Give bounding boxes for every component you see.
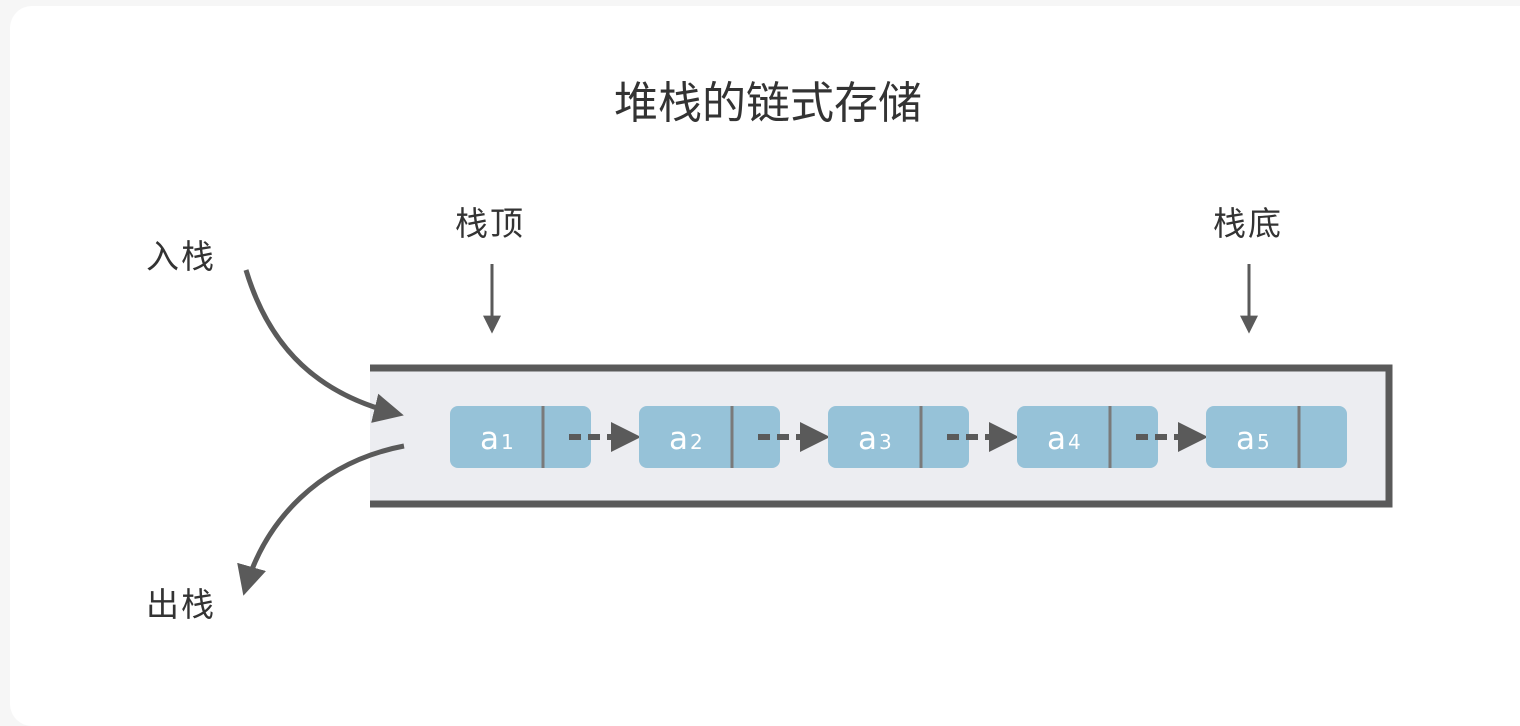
node-box bbox=[1017, 406, 1158, 468]
pop-arrow bbox=[237, 443, 405, 596]
top-label: 栈顶 bbox=[455, 204, 525, 243]
pop-label: 出栈 bbox=[146, 585, 216, 624]
node-box bbox=[1206, 406, 1347, 468]
push-arrow bbox=[243, 269, 404, 423]
node-box bbox=[639, 406, 780, 468]
bottom-label: 栈底 bbox=[1213, 204, 1283, 243]
node-box bbox=[828, 406, 969, 468]
push-label: 入栈 bbox=[146, 237, 216, 276]
node-box bbox=[450, 406, 591, 468]
stack-container-border bbox=[370, 364, 1393, 508]
diagram-title: 堆栈的链式存储 bbox=[614, 78, 922, 129]
